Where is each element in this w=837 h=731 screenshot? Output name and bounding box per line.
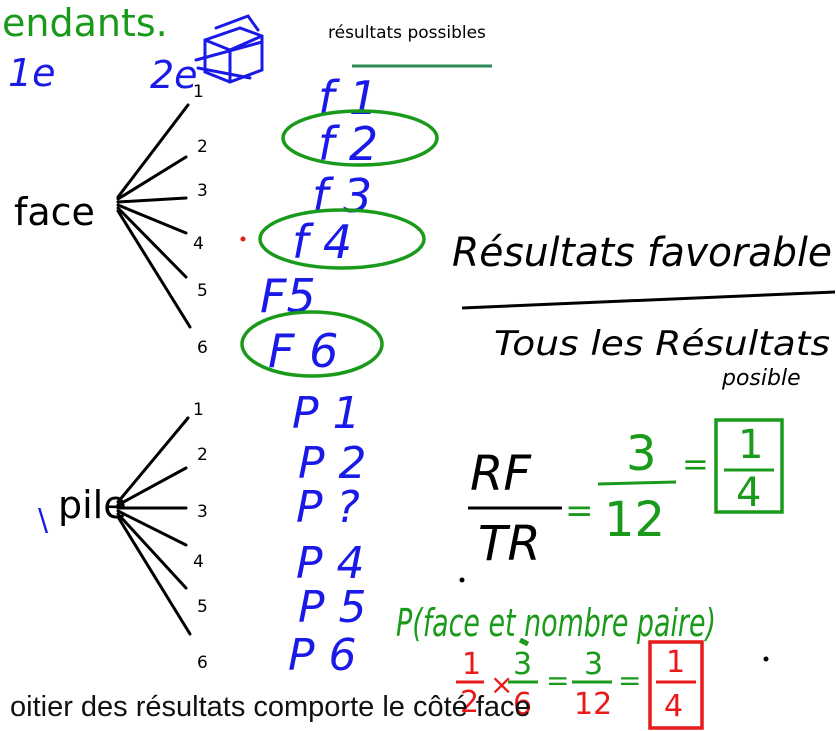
circle-f4 (258, 208, 426, 270)
pile-outcome: P 4 (296, 538, 365, 589)
pile-outcome: P 6 (288, 630, 357, 681)
ratio-result-box (714, 418, 784, 514)
formula-fraction-bar (461, 290, 836, 310)
ratio-left-num: RF (470, 446, 532, 502)
pile-outcome: P 2 (298, 438, 367, 489)
second-label: 2e (150, 53, 198, 97)
ratio-equation: RF TR = 3 12 = 1 4 (459, 418, 784, 583)
pile-branch-numbers: 1 2 3 4 5 6 (193, 400, 208, 673)
ratio-res-den: 4 (736, 470, 761, 516)
calc-den: 12 (574, 687, 612, 722)
first-label: 1e (8, 51, 56, 95)
pile-outcome: P 5 (298, 582, 367, 633)
pile-branches (116, 416, 192, 636)
probability-calculation: 1 2 × 3 6 = 3 12 = 1 4 (456, 640, 704, 730)
ratio-equals-1: = (565, 491, 594, 531)
ratio-mid-num: 3 (626, 426, 657, 482)
pile-outcomes: P 1 P 2 P ? P 4 P 5 P 6 (288, 388, 367, 681)
pile-branch-number: 2 (197, 445, 208, 465)
cube-sketch-icon (194, 14, 264, 84)
pile-outcome: P 1 (292, 388, 361, 439)
formula-denominator-note: posible (721, 366, 801, 391)
face-branch-number: 5 (197, 281, 208, 301)
calc-times: × (490, 668, 513, 701)
face-branch-number: 1 (193, 82, 204, 102)
tree-root-pile-mark: \ (38, 503, 49, 538)
circle-f6 (240, 310, 384, 378)
green-tick-mark (518, 637, 530, 647)
face-outcome: f 3 (312, 169, 372, 223)
tree-root-pile: pile (58, 483, 127, 527)
calc-equals: = (546, 664, 569, 697)
face-branch-numbers: 1 2 3 4 5 6 (193, 82, 208, 358)
results-heading: résultats possibles (328, 23, 486, 43)
calc-num: 3 (513, 647, 532, 682)
ratio-equals-2: = (682, 445, 709, 483)
pile-branch-number: 6 (197, 653, 208, 673)
favourable-circles (240, 109, 439, 378)
calc-result-box (648, 640, 704, 730)
pile-branch-number: 4 (193, 552, 204, 572)
calc-num: 1 (462, 647, 481, 682)
footer-text: oitier des résultats comporte le côté fa… (10, 691, 531, 723)
red-dot (240, 236, 246, 242)
pile-branch-number: 1 (193, 400, 204, 420)
black-dot (763, 656, 769, 662)
formula-numerator: Résultats favorable (452, 230, 832, 276)
pile-branch-number: 3 (197, 502, 208, 522)
face-branch-number: 2 (197, 137, 208, 157)
face-branch-number: 6 (197, 338, 208, 358)
face-outcome: f 4 (292, 215, 352, 269)
face-branch-number: 3 (197, 181, 208, 201)
calc-den: 6 (513, 687, 532, 722)
calc-equals: = (618, 664, 641, 697)
ratio-left-den: TR (478, 516, 541, 572)
formula-denominator: Tous les Résultats (494, 324, 830, 364)
pile-outcome: P ? (296, 482, 360, 533)
probability-label: P(face et nombre paire) (396, 601, 716, 645)
pile-branch-number: 5 (197, 597, 208, 617)
face-branch-number: 4 (193, 234, 204, 254)
calc-num: 3 (584, 647, 603, 682)
tree-root-face: face (14, 190, 95, 234)
ratio-mid-bar (597, 480, 677, 486)
face-branches (116, 103, 192, 329)
calc-num: 1 (666, 645, 685, 680)
calc-den: 2 (460, 685, 479, 720)
ratio-dot (459, 577, 465, 583)
face-outcome: F 6 (268, 324, 338, 378)
face-outcome: f 1 (318, 71, 378, 125)
circle-f2 (281, 109, 439, 167)
calc-den: 4 (664, 689, 683, 724)
ratio-res-num: 1 (738, 422, 763, 468)
partial-title: endants. (2, 1, 168, 45)
ratio-mid-den: 12 (604, 492, 665, 548)
face-outcomes: f 1 f 2 f 3 f 4 F5 F 6 (260, 71, 378, 378)
